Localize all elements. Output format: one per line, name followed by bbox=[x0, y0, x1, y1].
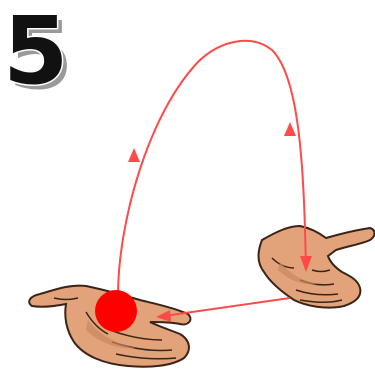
arc-arrow-down-icon bbox=[284, 122, 296, 136]
right-hand-icon bbox=[259, 226, 375, 308]
right-hand-palm bbox=[259, 226, 375, 308]
step-number: 5 bbox=[3, 0, 68, 106]
arc-arrow-up-icon bbox=[128, 148, 140, 162]
step-number-group: 5 5 bbox=[3, 0, 73, 111]
ball-icon bbox=[95, 290, 137, 332]
return-pass-line bbox=[164, 298, 290, 316]
